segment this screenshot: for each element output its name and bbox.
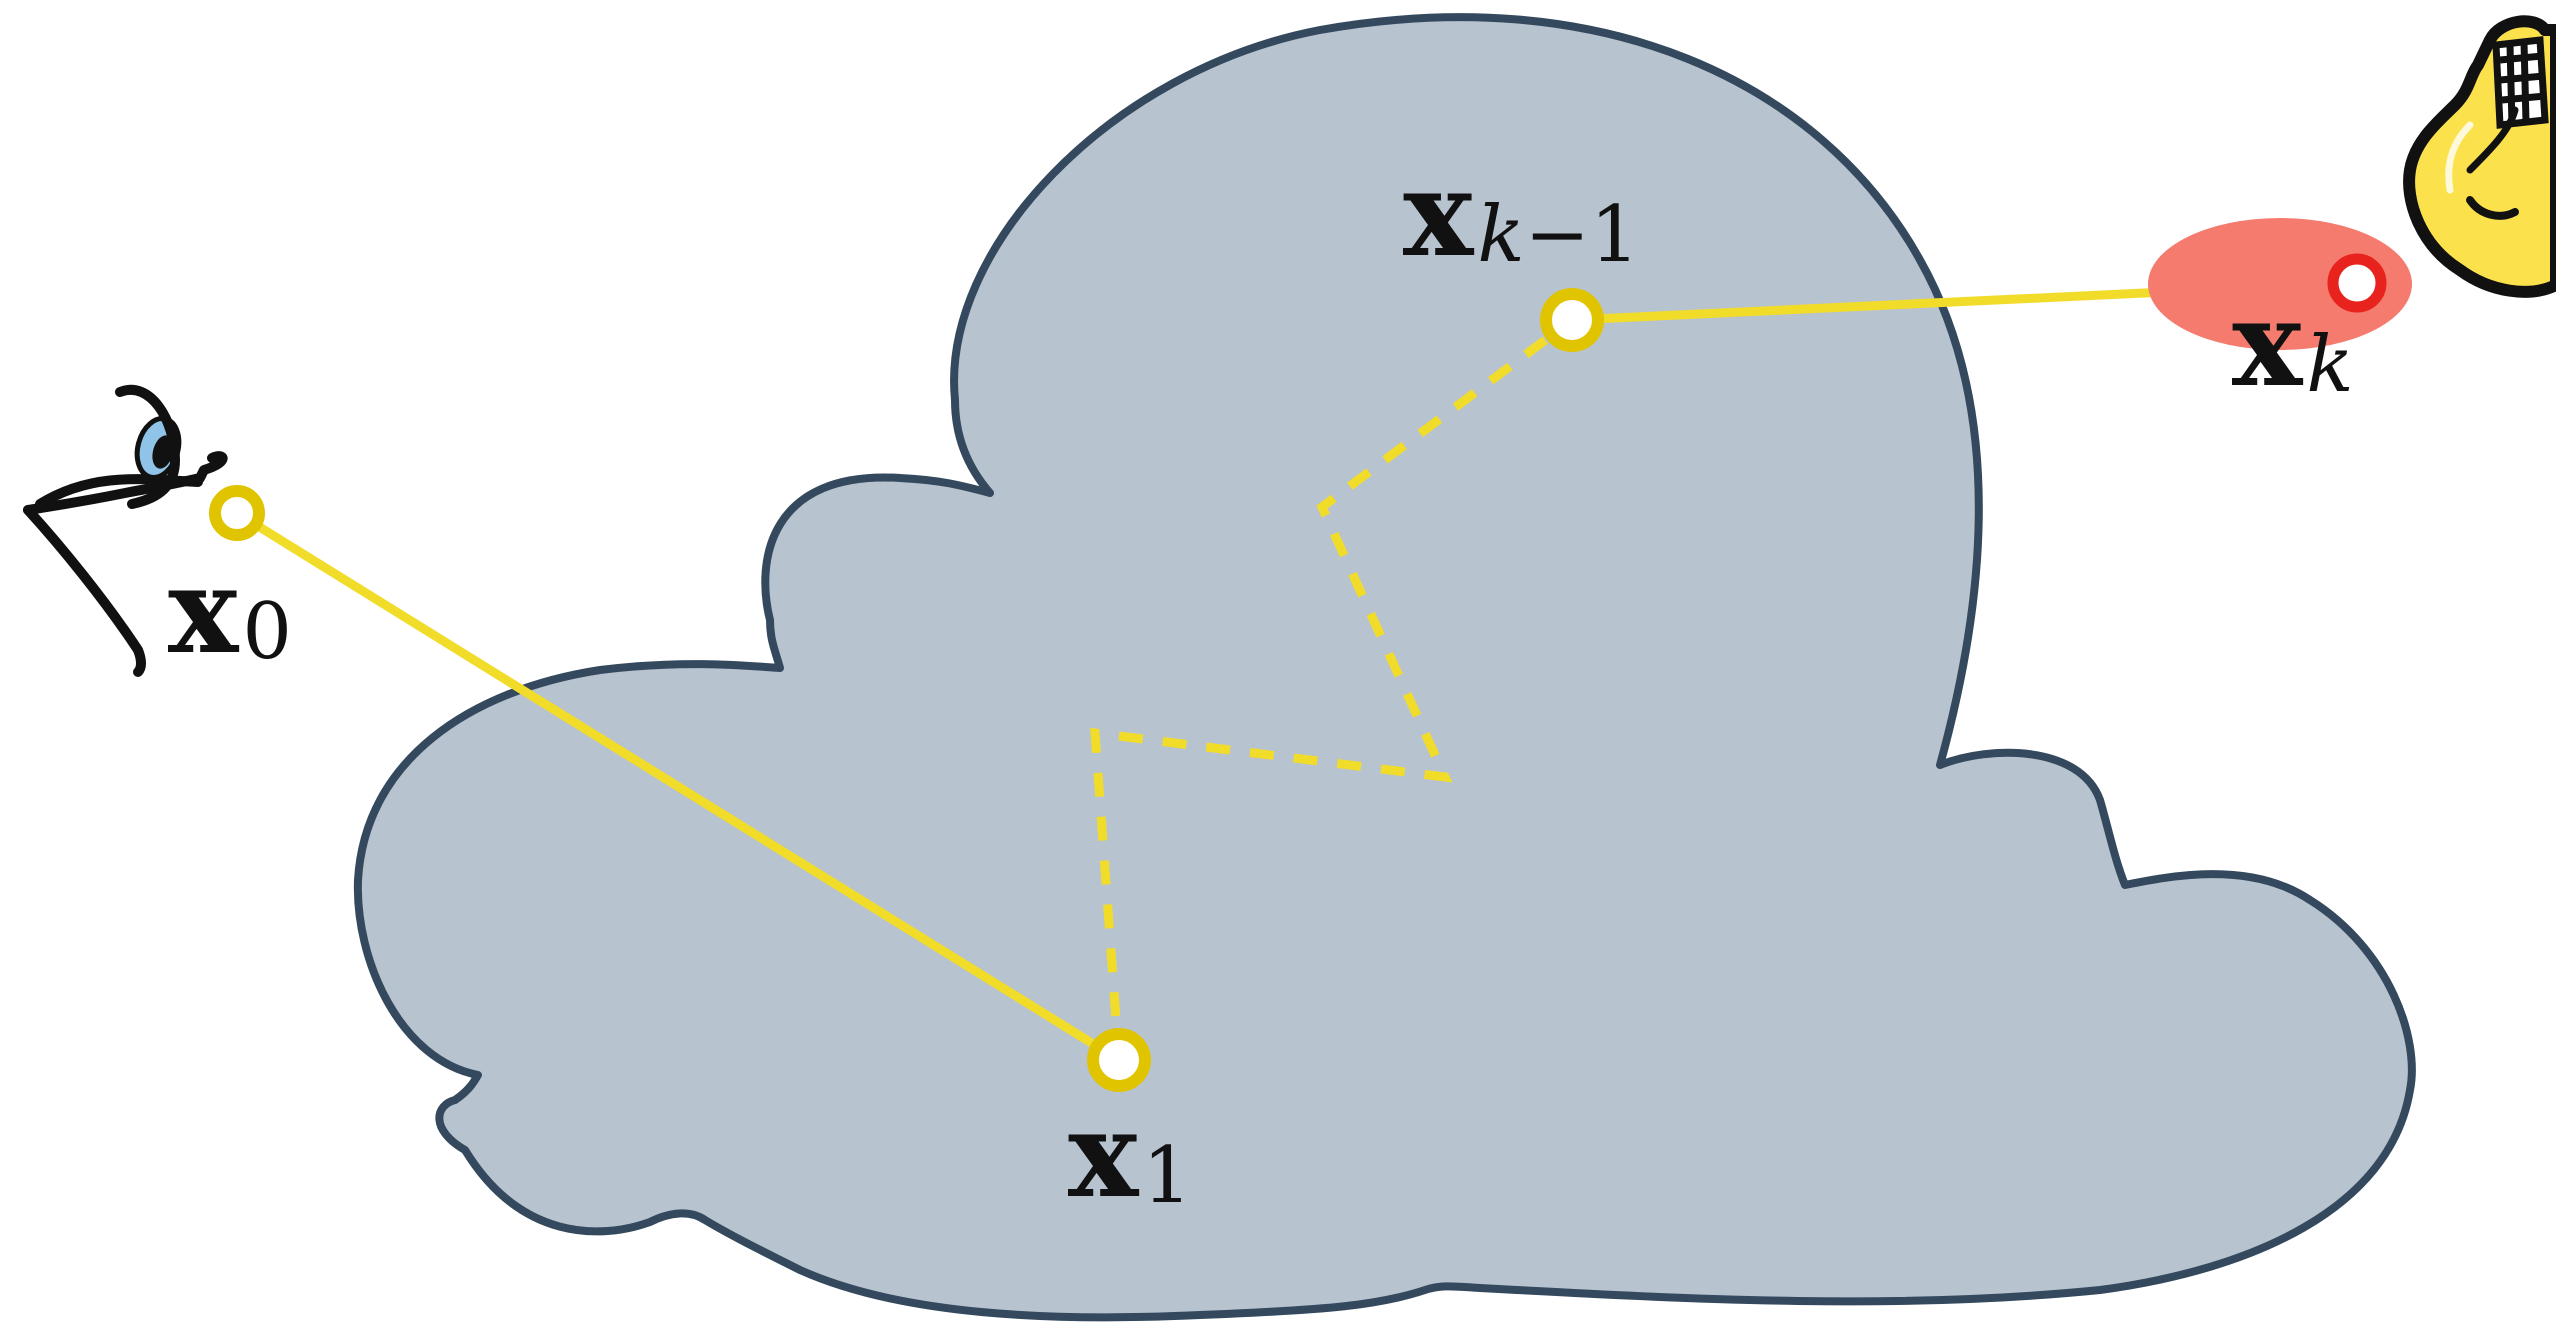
scattering-path-dashed [1090,316,1575,1061]
label-x0: x0 [168,541,292,680]
light-vertex-glow [2148,218,2412,350]
label-xk-minus-1: xk−1 [1403,144,1640,283]
vertex-xk [2327,253,2387,313]
vertex-x1 [1087,1028,1151,1092]
lightbulb-icon [2403,15,2556,298]
label-x1: x1 [1068,1085,1192,1224]
vertex-xk-minus-1 [1540,288,1604,352]
eye-icon [23,384,228,677]
vertex-x0 [209,485,265,541]
participating-medium-cloud [353,13,2416,1322]
label-xk: xk [2232,274,2354,413]
primary-ray-segment [232,508,1124,1065]
